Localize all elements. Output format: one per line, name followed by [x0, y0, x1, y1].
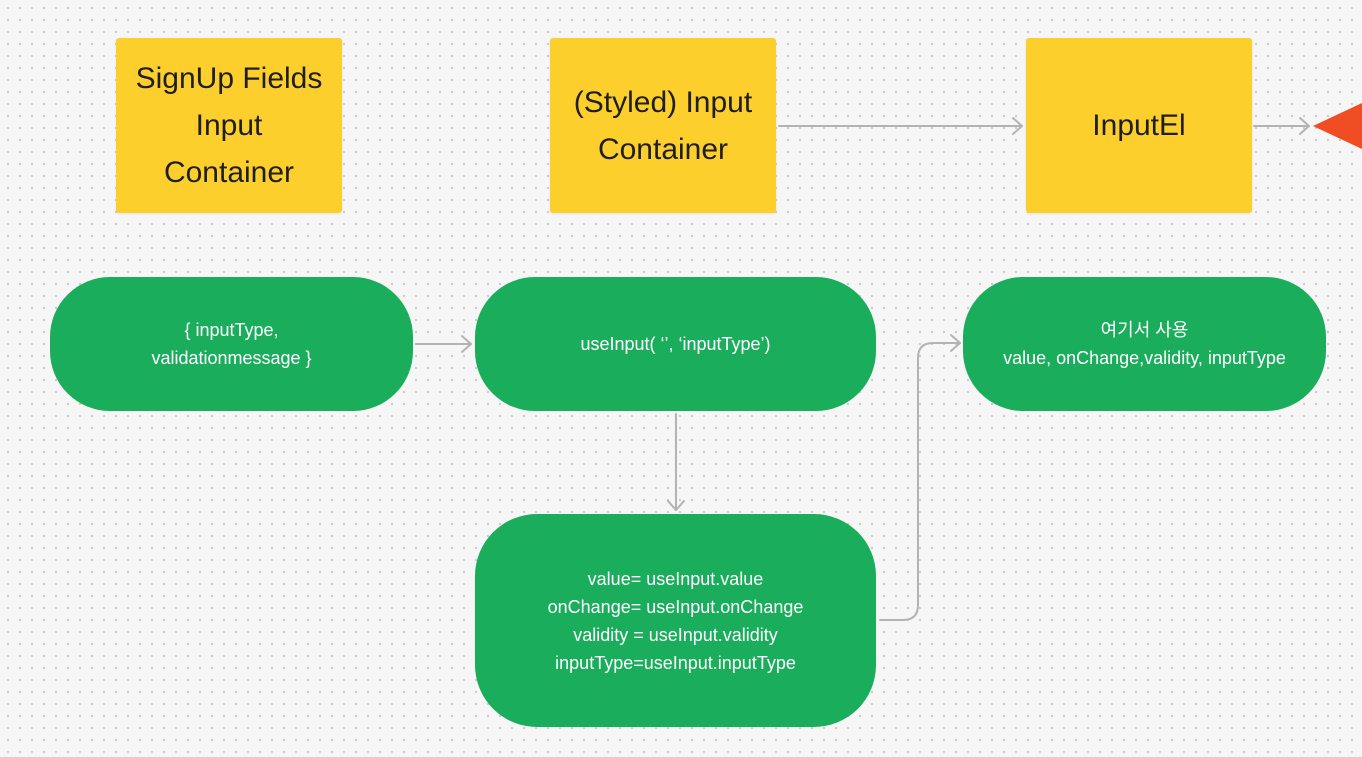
sticky-styled-input-container[interactable]: (Styled) Input Container: [550, 38, 776, 213]
sticky-input-el-label: InputEl: [1092, 109, 1186, 142]
sticky-signup-fields-input-container[interactable]: SignUp Fields Input Container: [116, 38, 342, 213]
connector-useinput-to-assignments[interactable]: [667, 413, 685, 511]
node-assignments[interactable]: value= useInput.value onChange= useInput…: [475, 514, 876, 727]
sticky-signup-fields-label: SignUp Fields Input Container: [135, 62, 323, 189]
node-assignments-text: value= useInput.value onChange= useInput…: [547, 568, 804, 673]
node-props-text: { inputType, validationmessage }: [151, 320, 312, 368]
sticky-input-el[interactable]: InputEl: [1026, 38, 1252, 213]
sticky-styled-input-label: (Styled) Input Container: [573, 85, 753, 166]
connector-inputel-to-marker[interactable]: [1253, 117, 1310, 135]
node-usage[interactable]: 여기서 사용 value, onChange,validity, inputTy…: [963, 277, 1326, 411]
connector-props-to-useinput[interactable]: [415, 335, 472, 353]
node-use-input-call-text: useInput( ‘’, ‘inputType’): [580, 334, 771, 354]
connector-styled-to-inputel[interactable]: [778, 117, 1023, 135]
node-use-input-call[interactable]: useInput( ‘’, ‘inputType’): [475, 277, 876, 411]
red-arrow-marker[interactable]: [1313, 103, 1362, 149]
node-props[interactable]: { inputType, validationmessage }: [50, 277, 413, 411]
connector-assignments-to-usage[interactable]: [879, 334, 961, 621]
node-usage-text: 여기서 사용 value, onChange,validity, inputTy…: [1003, 320, 1286, 368]
